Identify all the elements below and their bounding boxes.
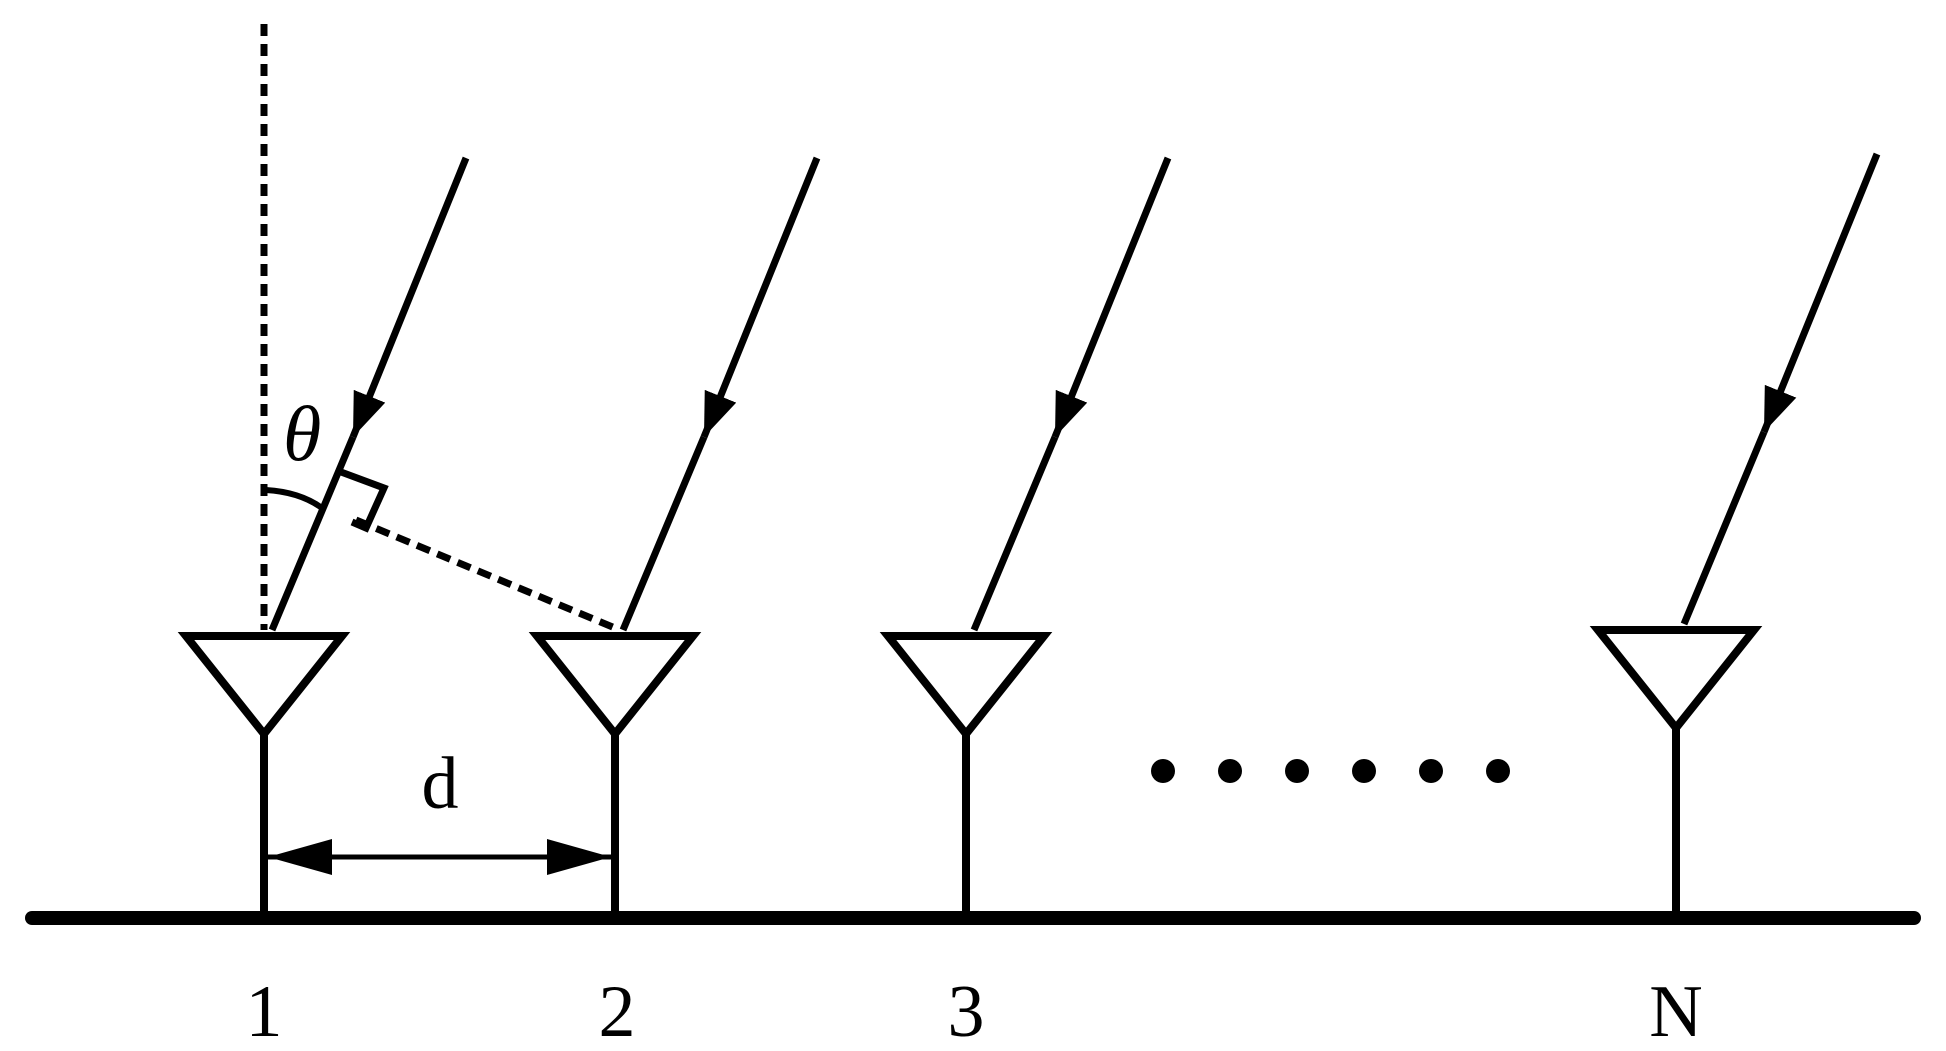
- antenna-n: [1589, 626, 1763, 912]
- element-label-1: 1: [246, 971, 283, 1051]
- ellipsis-dot: [1419, 759, 1443, 783]
- ellipsis-dots: [1151, 759, 1510, 783]
- element-label-2: 2: [599, 971, 636, 1051]
- element-label-n: N: [1649, 971, 1702, 1051]
- angle-arc: [265, 487, 324, 511]
- ellipsis-dot: [1486, 759, 1510, 783]
- incident-ray-2: [619, 156, 821, 632]
- antenna-2-triangle: [528, 632, 702, 741]
- angle-label-theta: θ: [283, 390, 321, 477]
- antenna-1: [177, 632, 351, 912]
- antenna-3: [879, 632, 1053, 912]
- ellipsis-dot: [1352, 759, 1376, 783]
- antenna-1-triangle: [177, 632, 351, 741]
- incident-ray-3: [970, 156, 1172, 632]
- antenna-n-triangle: [1589, 626, 1763, 735]
- element-label-3: 3: [948, 971, 985, 1051]
- right-angle-marker: [339, 468, 389, 533]
- incident-ray-1: [268, 156, 470, 632]
- spacing-label-d: d: [422, 743, 459, 825]
- ellipsis-dot: [1151, 759, 1175, 783]
- ellipsis-dot: [1218, 759, 1242, 783]
- antenna-2: [528, 632, 702, 912]
- wavefront-dashed-line: [354, 516, 617, 632]
- incident-ray-n: [1680, 152, 1881, 626]
- antenna-3-triangle: [879, 632, 1053, 741]
- ellipsis-dot: [1285, 759, 1309, 783]
